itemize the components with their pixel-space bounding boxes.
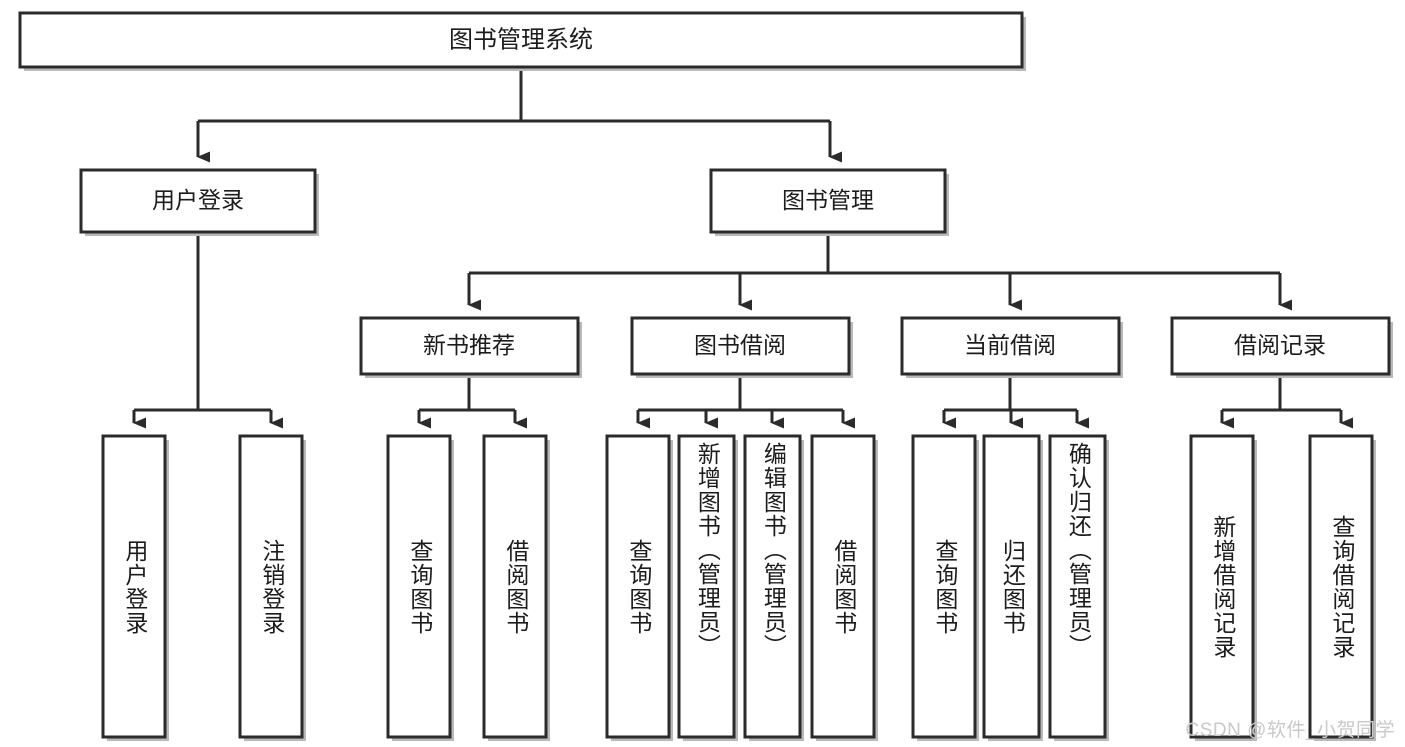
watermark: CSDN @软件_小贺同学 [1185,720,1395,741]
node-leaf-query-book-2[interactable] [605,434,673,741]
connector-group-current-borrow [942,374,1089,429]
node-borrow-record-label: 借阅记录 [1234,332,1326,358]
node-new-book-rec[interactable]: 新书推荐 [359,316,582,378]
leaf-box-group [101,434,1376,741]
node-book-borrow[interactable]: 图书借阅 [630,316,853,378]
node-book-manage[interactable]: 图书管理 [709,168,949,236]
node-book-borrow-label: 图书借阅 [694,332,786,358]
node-leaf-add-book[interactable] [677,434,738,741]
node-book-manage-label: 图书管理 [782,187,874,213]
node-leaf-return-book[interactable] [982,434,1043,741]
node-user-login-label: 用户登录 [152,187,244,213]
connector-group-borrow-record [1220,374,1353,429]
connector-group-root [196,67,842,163]
connector-group-new-book-rec [417,374,527,429]
node-leaf-confirm-return[interactable] [1048,434,1109,741]
node-leaf-borrow-book-1[interactable] [482,434,550,741]
node-root-label: 图书管理系统 [449,26,593,53]
node-user-login[interactable]: 用户登录 [79,168,319,236]
node-leaf-add-record[interactable] [1189,434,1257,741]
node-leaf-query-book-3[interactable] [911,434,979,741]
node-new-book-rec-label: 新书推荐 [423,332,515,358]
connector-group-book-borrow [636,374,855,429]
node-root[interactable]: 图书管理系统 [18,11,1026,71]
node-leaf-borrow-book-2[interactable] [810,434,878,741]
connector-group-user-login [132,232,283,429]
node-current-borrow-label: 当前借阅 [964,332,1056,358]
connector-group-book-manage [467,232,1292,311]
node-current-borrow[interactable]: 当前借阅 [900,316,1123,378]
node-leaf-query-record[interactable] [1308,434,1376,741]
node-leaf-edit-book[interactable] [743,434,804,741]
node-borrow-record[interactable]: 借阅记录 [1170,316,1393,378]
node-leaf-logout[interactable] [238,434,306,741]
node-leaf-query-book-1[interactable] [386,434,454,741]
node-leaf-user-login[interactable] [101,434,169,741]
